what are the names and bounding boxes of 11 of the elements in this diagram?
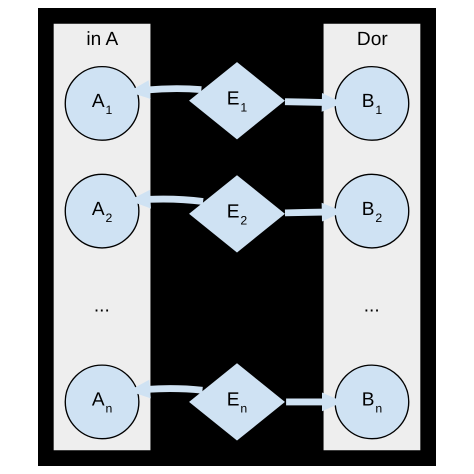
node-circle: B$_{2}$ — [334, 174, 410, 249]
node-circle: A$_{n}$ — [64, 364, 140, 440]
node-diamond: E$_{n}$ — [186, 362, 288, 442]
node-diamond: E$_{1}$ — [186, 60, 288, 142]
node-circle: B$_{n}$ — [334, 364, 410, 440]
label: ... — [94, 296, 110, 317]
node-circle: A$_{1}$ — [64, 66, 140, 141]
node-circle: B$_{1}$ — [334, 66, 410, 141]
node-circle: A$_{2}$ — [64, 174, 140, 249]
node-diamond: E$_{2}$ — [186, 173, 288, 254]
label: ... — [364, 296, 380, 317]
